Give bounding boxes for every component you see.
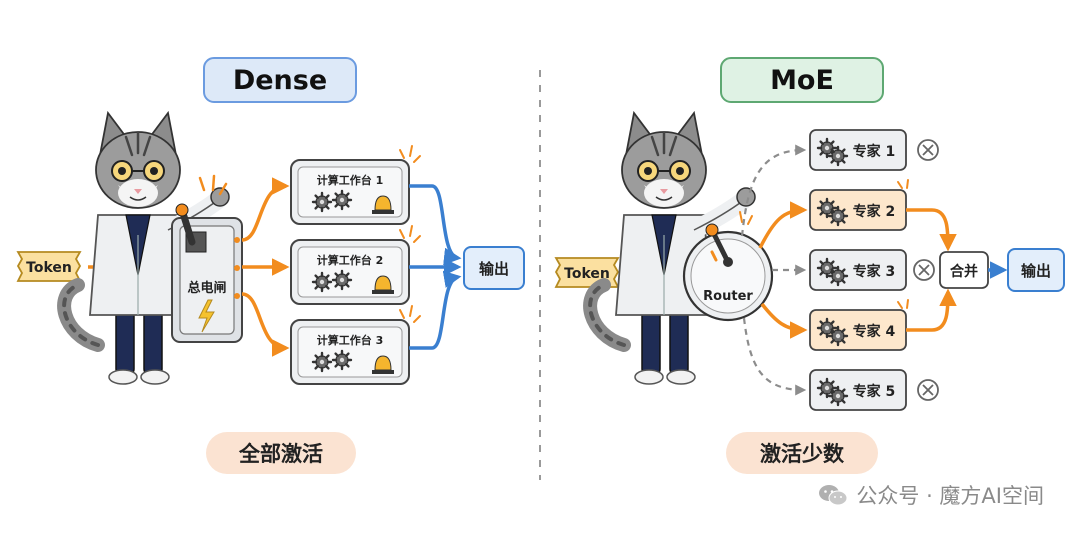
dense-arrow-bench-1-to-output (409, 184, 462, 266)
moe-token-label: Token (564, 266, 610, 282)
expert-4: 专家 4 (809, 299, 909, 351)
merge-label: 合并 (950, 263, 978, 280)
moe-caption-badge: 激活少数 (726, 432, 878, 474)
dense-arrow-bench-3-to-output (409, 270, 462, 350)
cross-icon (913, 259, 935, 281)
expert-4-to-merge-arrow (906, 288, 957, 332)
dense-caption-badge: 全部激活 (206, 432, 356, 474)
expert-2-label: 专家 2 (853, 203, 896, 220)
dense-workbench-3: 计算工作台 3 (290, 305, 421, 385)
dense-switch-label: 总电闸 (187, 280, 226, 296)
moe-router: Router (682, 211, 774, 322)
wechat-icon (818, 483, 848, 507)
expert-2-to-merge-arrow (906, 208, 957, 252)
dense-token-label: Token (26, 260, 72, 276)
expert-3: 专家 3 (809, 249, 907, 291)
moe-output-box: 输出 (1007, 248, 1065, 292)
cross-icon (917, 379, 939, 401)
moe-title-badge: MoE (720, 57, 884, 103)
router-to-expert-4-arrow (760, 302, 808, 339)
dense-main-switch: 总电闸 (171, 174, 243, 343)
dense-title: Dense (233, 65, 327, 96)
moe-caption: 激活少数 (760, 442, 845, 466)
expert-5: 专家 5 (809, 369, 907, 411)
cross-icon (917, 139, 939, 161)
footer-text: 公众号 · 魔方AI空间 (856, 484, 1044, 508)
expert-1-label: 专家 1 (853, 143, 896, 160)
moe-output-label: 输出 (1021, 262, 1051, 280)
lever-icon (175, 203, 207, 253)
expert-3-label: 专家 3 (853, 263, 896, 280)
footer-watermark: 公众号 · 魔方AI空间 (818, 480, 1044, 510)
alarm-light-icon (372, 275, 394, 294)
alarm-light-icon (372, 355, 394, 374)
dense-arrow-to-bench-3 (241, 292, 290, 357)
expert-4-label: 专家 4 (853, 323, 896, 340)
merge-box: 合并 (939, 251, 989, 289)
dense-output-box: 输出 (463, 246, 525, 290)
dense-workbench-1: 计算工作台 1 (290, 145, 421, 225)
lightning-icon (198, 299, 215, 333)
dense-arrow-to-bench-1 (241, 177, 290, 242)
moe-title: MoE (770, 65, 834, 96)
alarm-light-icon (372, 195, 394, 214)
workbench-3-label: 计算工作台 3 (317, 333, 383, 347)
expert-1: 专家 1 (809, 129, 907, 171)
dense-workbench-2: 计算工作台 2 (290, 225, 421, 305)
router-to-expert-5-arrow (742, 317, 807, 396)
router-label: Router (703, 289, 753, 304)
dense-title-badge: Dense (203, 57, 357, 103)
workbench-2-label: 计算工作台 2 (317, 253, 383, 267)
dense-caption: 全部激活 (238, 442, 323, 466)
dense-token: Token (16, 251, 82, 282)
router-to-expert-1-arrow (740, 144, 807, 237)
expert-2: 专家 2 (809, 179, 909, 231)
expert-5-label: 专家 5 (853, 383, 896, 400)
dense-output-label: 输出 (479, 260, 509, 278)
workbench-1-label: 计算工作台 1 (317, 173, 383, 187)
moe-panel: MoE Token Router (554, 57, 1065, 474)
dense-panel: Dense Token 总电闸 (16, 57, 525, 474)
router-to-expert-2-arrow (758, 201, 808, 249)
